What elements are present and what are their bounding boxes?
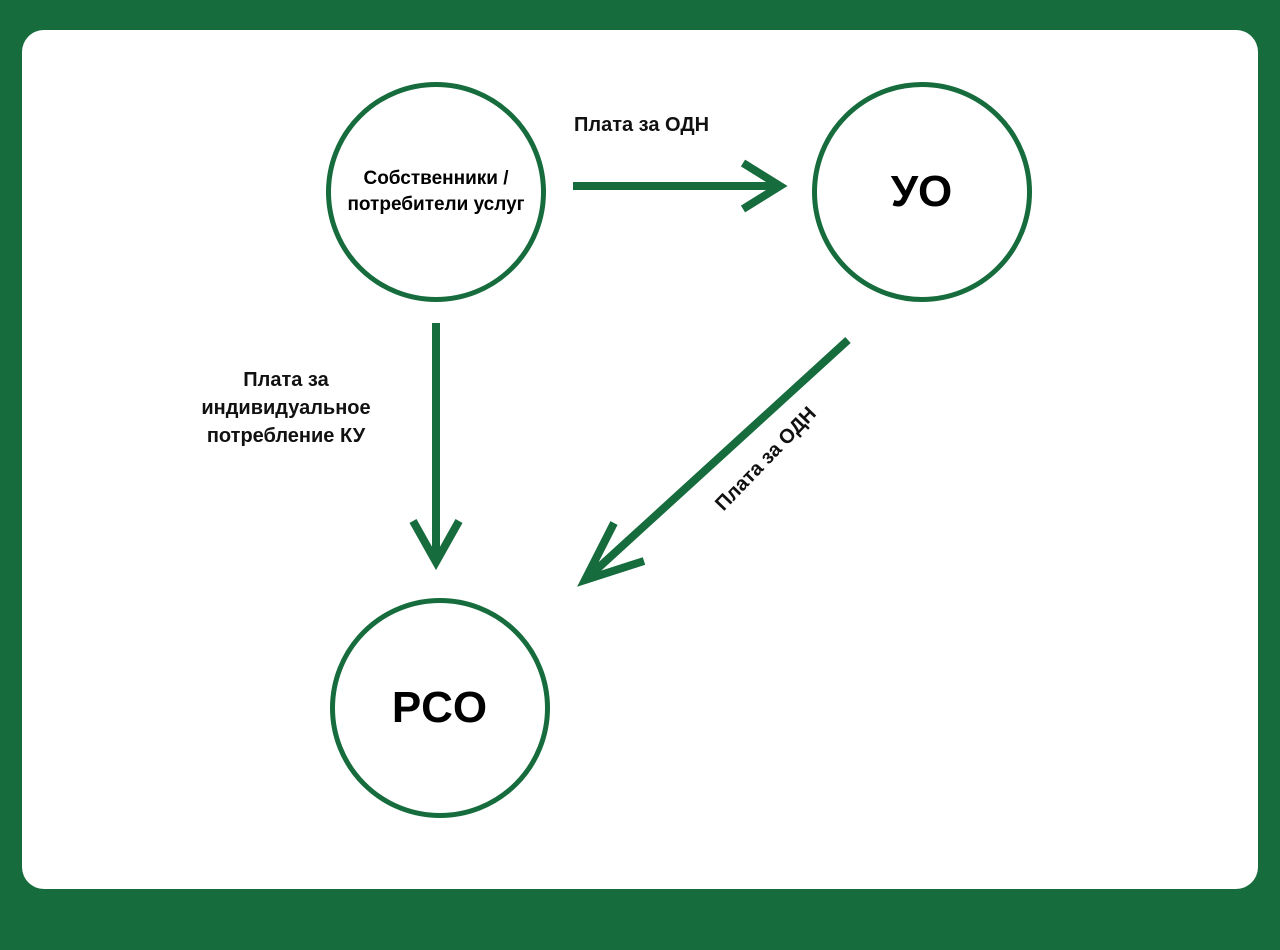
arrowhead-owners-to-rso (409, 519, 463, 571)
node-uo: УО (812, 82, 1032, 302)
diagram-panel (22, 30, 1258, 889)
node-rso-label: РСО (391, 683, 489, 732)
node-owners: Собственники / потребители услуг (326, 82, 546, 302)
node-uo-label: УО (890, 167, 954, 216)
arrowhead-owners-to-uo (740, 159, 788, 213)
arrowhead-uo-to-rso (577, 521, 646, 587)
node-rso: РСО (330, 598, 550, 818)
arrow-uo-to-rso (582, 337, 851, 583)
node-owners-label: Собственники / потребители услуг (347, 168, 525, 215)
edge-label-owners-to-rso: Плата за индивидуальное потребление КУ (201, 369, 371, 447)
edge-label-owners-to-uo: Плата за ОДН (574, 114, 710, 136)
